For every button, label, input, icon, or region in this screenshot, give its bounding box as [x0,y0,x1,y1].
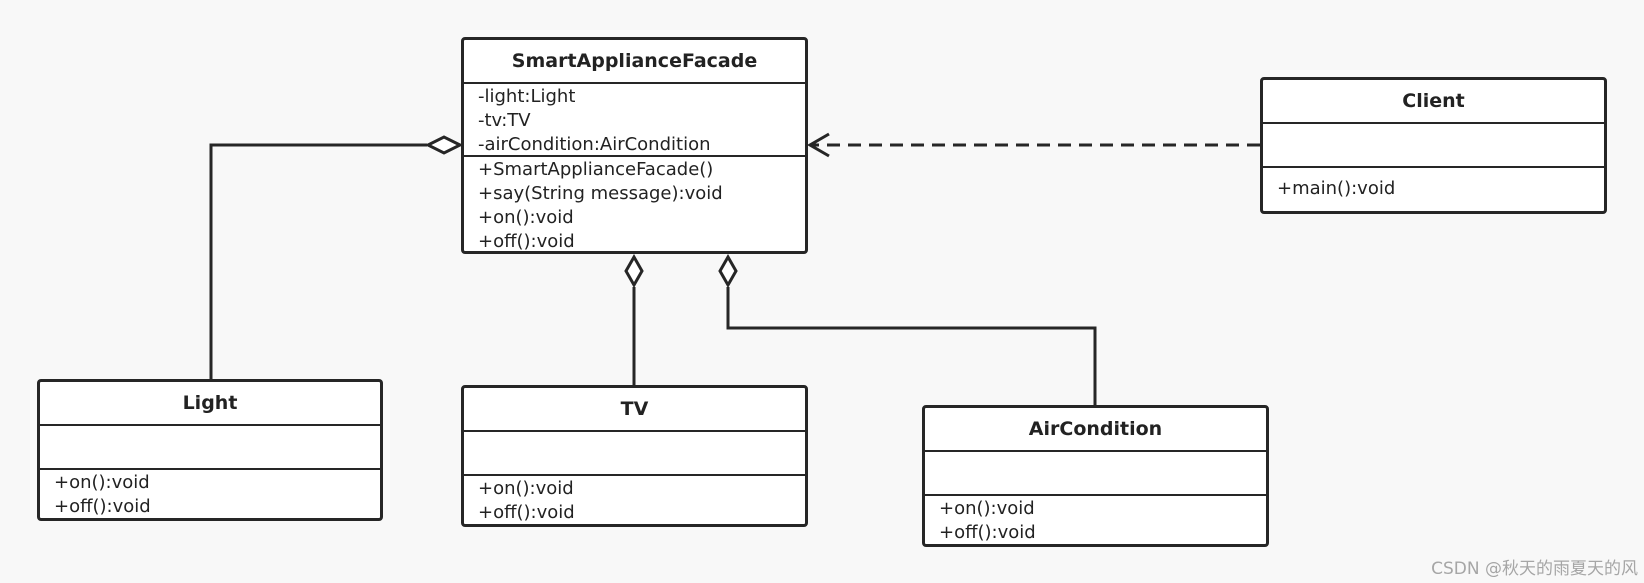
attribute: -airCondition:AirCondition [478,134,711,155]
aggregation-diamond-aircondition [718,253,738,289]
operation: +off():void [54,496,151,517]
operations-compartment: +main():void [1263,168,1604,201]
class-client[interactable]: Client +main():void [1260,77,1607,214]
class-smartappliancefacade[interactable]: SmartApplianceFacade -light:Light -tv:TV… [461,37,808,254]
class-tv[interactable]: TV +on():void +off():void [461,385,808,527]
operation: +on():void [478,478,574,499]
operation: +on():void [54,472,150,493]
dependency-arrowhead [807,132,830,158]
attributes-compartment [1263,124,1604,168]
aggregation-diamond-tv [624,253,644,289]
attribute: -tv:TV [478,110,531,131]
operations-compartment: +SmartApplianceFacade() +say(String mess… [464,157,805,254]
class-name: Light [40,382,380,426]
attribute: -light:Light [478,86,576,107]
operation: +say(String message):void [478,183,723,204]
aggregation-line-light [209,143,427,379]
operation: +on():void [478,207,574,228]
attributes-compartment [464,432,805,476]
operation: +main():void [1277,178,1396,199]
operation: +SmartApplianceFacade() [478,159,714,180]
operations-compartment: +on():void +off():void [925,496,1266,545]
watermark-text: CSDN @秋天的雨夏天的风 [1431,559,1638,579]
attributes-compartment [925,452,1266,496]
operation: +off():void [478,502,575,523]
class-name: TV [464,388,805,432]
aggregation-diamond-light [424,135,464,155]
class-aircondition[interactable]: AirCondition +on():void +off():void [922,405,1269,547]
attributes-compartment: -light:Light -tv:TV -airCondition:AirCon… [464,84,805,157]
attributes-compartment [40,426,380,470]
class-name: SmartApplianceFacade [464,40,805,84]
operations-compartment: +on():void +off():void [464,476,805,525]
class-name: Client [1263,80,1604,124]
operation: +off():void [939,522,1036,543]
operation: +on():void [939,498,1035,519]
operation: +off():void [478,231,575,252]
class-light[interactable]: Light +on():void +off():void [37,379,383,521]
class-name: AirCondition [925,408,1266,452]
aggregation-line-aircondition [726,287,1097,405]
operations-compartment: +on():void +off():void [40,470,380,519]
